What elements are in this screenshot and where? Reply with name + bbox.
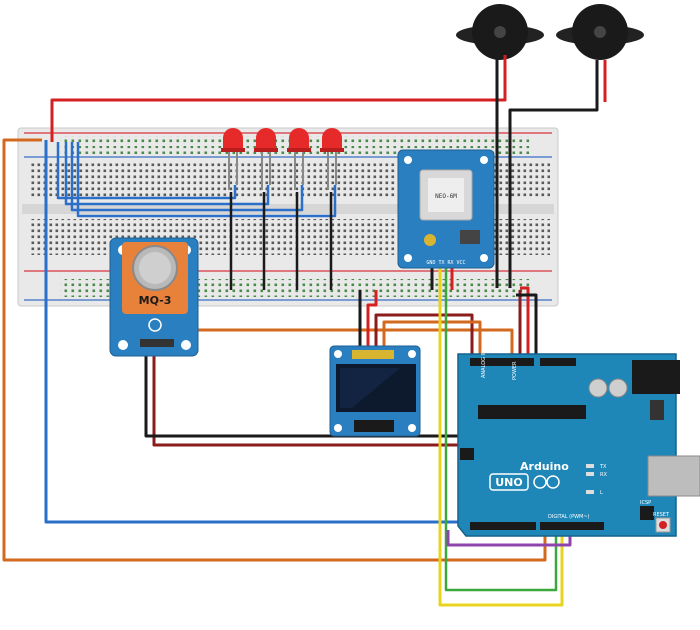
wire-yellow-gps [438,268,564,607]
buzzer-icon [556,4,644,60]
buzzer-icon [456,4,544,62]
wire-orange-oled [382,320,482,368]
gps-module-icon: NEO-6M GND TX RX VCC [397,149,495,269]
led-icon [287,128,311,190]
wire-blue-led1 [56,142,237,200]
wire-red-top [50,60,507,142]
arduino-digital-label: DIGITAL (PWM~) [548,514,590,520]
reset-button [659,521,667,529]
arduino-icsp-label: ICSP [640,500,651,506]
oled-display-icon [329,345,421,437]
arduino-board-icon: ANALOG IN POWER Arduino UNO TX RX L ICSP… [457,350,700,537]
arduino-analog-label: ANALOG IN [481,350,487,378]
led-icon [320,128,344,190]
led-icon [254,128,278,190]
wire-red-right [520,286,530,368]
wire-blue-led2 [64,142,270,206]
arduino-tx-label: TX [599,464,607,470]
arduino-brand-label: Arduino [520,460,569,473]
gas-sensor-icon: MQ-3 [109,237,199,357]
wire-red-oled [366,290,378,355]
wire-blue-led4 [76,142,337,218]
wire-black-buzzer2 [508,60,599,288]
wire-black-right [516,293,538,368]
wire-blue-led3 [70,142,304,212]
gps-module-text: NEO-6M [435,193,457,200]
arduino-power-label: POWER [512,361,518,380]
arduino-l-label: L [600,490,603,496]
gps-pin-labels: GND TX RX VCC [426,260,465,266]
arduino-rx-label: RX [600,472,607,478]
wire-green-gps [444,268,558,592]
wire-blue-outer [44,140,530,524]
gas-sensor-label: MQ-3 [139,294,172,307]
wire-orange-outer [2,138,547,562]
led-icon [221,128,245,190]
wire-darkred-oled [374,313,474,368]
arduino-model-label: UNO [495,476,523,489]
arduino-reset-label: RESET [653,512,670,518]
